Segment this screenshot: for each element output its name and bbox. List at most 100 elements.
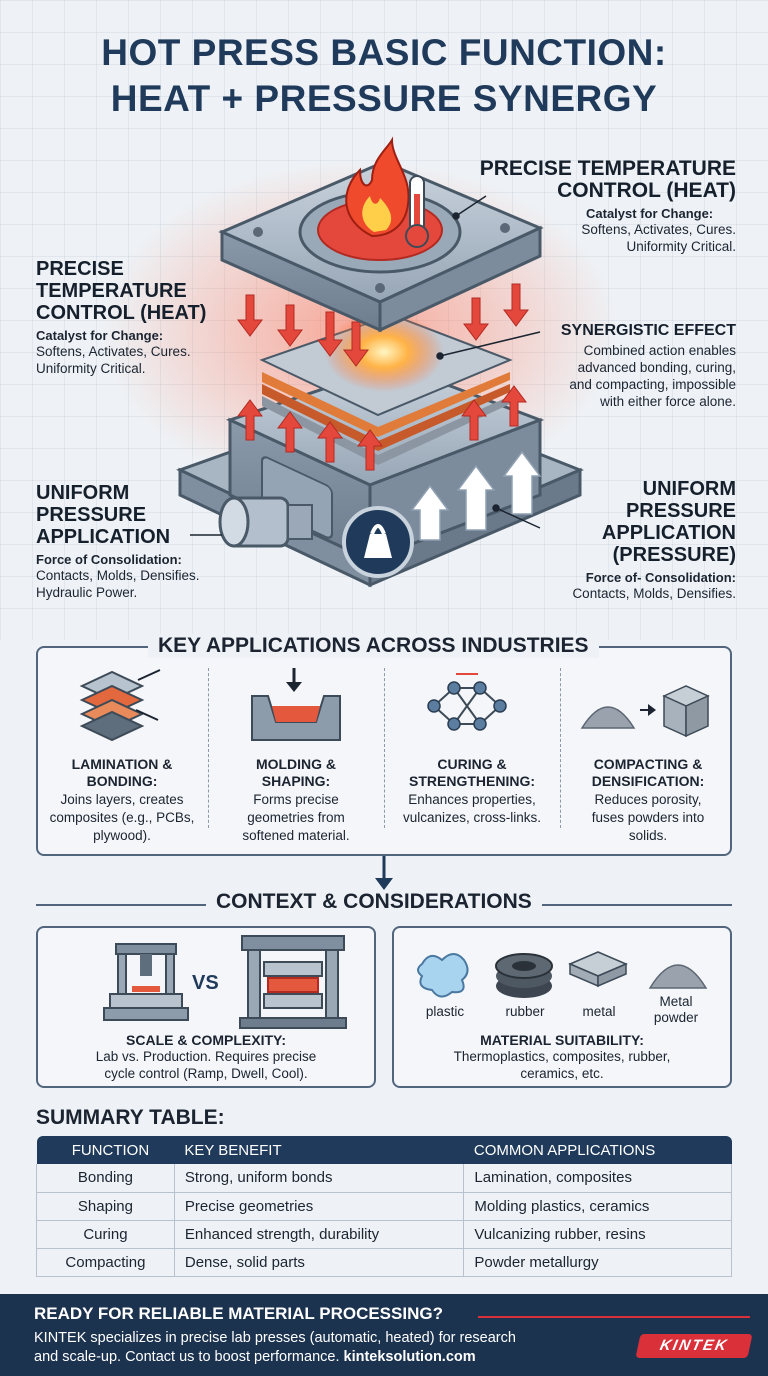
application-lamination: LAMINATION & BONDING: Joins layers, crea… [37, 756, 207, 844]
callout-pressure-right: UNIFORM PRESSURE APPLICATION (PRESSURE) … [520, 478, 736, 602]
summary-header-benefit: KEY BENEFIT [174, 1136, 464, 1164]
footer-heading: READY FOR RELIABLE MATERIAL PROCESSING? [34, 1304, 443, 1323]
pressure-arrows-white [410, 450, 542, 541]
application-molding: MOLDING & SHAPING: Forms precise geometr… [211, 756, 381, 844]
flame-icon [345, 136, 410, 238]
table-cell: Dense, solid parts [173, 1248, 464, 1277]
scale-text: SCALE & COMPLEXITY: Lab vs. Production. … [38, 1032, 374, 1082]
callout-pressure-left-body-1: Contacts, Molds, Densifies. [36, 568, 200, 583]
material-label-plastic: plastic [425, 1004, 465, 1019]
callout-pressure-right-head-1: UNIFORM [642, 478, 736, 500]
scale-heading: SCALE & COMPLEXITY: [126, 1032, 286, 1048]
table-cell: Molding plastics, ceramics [463, 1192, 732, 1221]
application-curing-h2: STRENGTHENING: [409, 773, 535, 789]
application-compacting: COMPACTING & DENSIFICATION: Reduces poro… [563, 756, 733, 844]
callout-synergy-body-4: with either force alone. [600, 394, 736, 409]
table-cell: Enhanced strength, durability [173, 1220, 464, 1249]
application-compacting-h2: DENSIFICATION: [591, 773, 705, 789]
callout-heat-left-body-2: Uniformity Critical. [36, 361, 146, 376]
materials-desc-1: Thermoplastics, composites, rubber, [453, 1049, 671, 1064]
application-molding-h2: SHAPING: [261, 773, 331, 789]
table-cell: Strong, uniform bonds [173, 1164, 464, 1193]
callout-pressure-right-head-3: APPLICATION [601, 522, 736, 544]
hydraulic-cylinder [218, 496, 313, 548]
table-cell: Bonding [36, 1164, 175, 1193]
application-molding-d2: geometries from [247, 810, 345, 825]
callout-pressure-left-head-3: APPLICATION [36, 526, 171, 548]
compacting-icon [580, 685, 710, 738]
weight-icon [342, 506, 414, 578]
application-compacting-d1: Reduces porosity, [594, 792, 702, 807]
application-compacting-h1: COMPACTING & [593, 756, 703, 772]
applications-divider-3 [560, 668, 561, 828]
title-line-1: HOT PRESS BASIC FUNCTION: [101, 32, 667, 73]
scale-desc-2: cycle control (Ramp, Dwell, Cool). [104, 1066, 308, 1081]
crosslink-icon [427, 673, 507, 731]
application-lamination-d3: plywood). [93, 828, 151, 843]
callout-pressure-left-sub: Force of Consolidation: [36, 552, 182, 567]
kintek-logo[interactable]: KINTEK [635, 1334, 753, 1358]
callout-heat-right: PRECISE TEMPERATURE CONTROL (HEAT) Catal… [450, 158, 736, 255]
materials-text: MATERIAL SUITABILITY: Thermoplastics, co… [394, 1032, 730, 1082]
footer-body-line-2: and scale-up. Contact us to boost perfor… [34, 1348, 594, 1367]
rubber-icon [495, 953, 553, 998]
footer-body-line-1: KINTEK specializes in precise lab presse… [34, 1330, 516, 1346]
title-line-2: HEAT + PRESSURE SYNERGY [110, 78, 658, 119]
heat-arrows-down [237, 283, 529, 367]
callout-synergy: SYNERGISTIC EFFECT Combined action enabl… [520, 320, 736, 410]
table-row: Curing Enhanced strength, durability Vul… [36, 1220, 732, 1249]
callout-pressure-right-sub: Force of- Consolidation: [585, 570, 736, 585]
application-lamination-d1: Joins layers, creates [60, 792, 184, 807]
material-label-rubber: rubber [505, 1004, 545, 1019]
table-cell: Curing [36, 1220, 175, 1249]
table-row: Shaping Precise geometries Molding plast… [36, 1192, 732, 1221]
table-cell: Precise geometries [173, 1192, 464, 1221]
material-label-metal-powder: Metal powder [653, 994, 699, 1025]
table-cell: Powder metallurgy [463, 1248, 732, 1277]
mold-icon [251, 668, 341, 741]
page-title: HOT PRESS BASIC FUNCTION: HEAT + PRESSUR… [0, 30, 768, 122]
metal-powder-icon [648, 964, 708, 989]
application-molding-h1: MOLDING & [255, 756, 337, 772]
summary-header-row: FUNCTION KEY BENEFIT COMMON APPLICATIONS [36, 1136, 732, 1164]
callout-pressure-right-body-1: Contacts, Molds, Densifies. [572, 586, 736, 601]
table-row: Compacting Dense, solid parts Powder met… [36, 1248, 732, 1277]
callout-heat-left: PRECISE TEMPERATURE CONTROL (HEAT) Catal… [36, 258, 266, 377]
callout-heat-right-body-2: Uniformity Critical. [626, 239, 736, 254]
footer-accent-line [478, 1316, 750, 1318]
summary-title: SUMMARY TABLE: [36, 1106, 225, 1129]
callout-heat-left-head-1: PRECISE [36, 258, 124, 280]
context-title: CONTEXT & CONSIDERATIONS [206, 890, 542, 914]
application-lamination-d2: composites (e.g., PCBs, [49, 810, 195, 825]
footer-body-line-2-text: and scale-up. Contact us to boost perfor… [34, 1349, 344, 1365]
summary-table: FUNCTION KEY BENEFIT COMMON APPLICATIONS… [36, 1136, 732, 1277]
materials-heading: MATERIAL SUITABILITY: [480, 1032, 644, 1048]
table-row: Bonding Strong, uniform bonds Lamination… [36, 1164, 732, 1193]
callout-synergy-head: SYNERGISTIC EFFECT [560, 322, 736, 339]
application-curing-d1: Enhances properties, [408, 792, 536, 807]
applications-title: KEY APPLICATIONS ACROSS INDUSTRIES [148, 634, 599, 658]
summary-header-function: FUNCTION [36, 1136, 175, 1164]
production-press-icon [239, 935, 347, 1029]
down-arrow-icon [375, 856, 393, 890]
footer-body: KINTEK specializes in precise lab presse… [34, 1329, 594, 1367]
callout-heat-right-head-2: CONTROL (HEAT) [557, 179, 736, 202]
callout-synergy-body-3: and compacting, impossible [569, 377, 736, 392]
table-cell: Vulcanizing rubber, resins [463, 1220, 732, 1249]
application-compacting-d3: solids. [628, 828, 668, 843]
lamination-icon [79, 669, 161, 742]
application-molding-d1: Forms precise [253, 792, 339, 807]
application-compacting-d2: fuses powders into [591, 810, 705, 825]
materials-desc-2: ceramics, etc. [520, 1066, 604, 1081]
footer-website-link[interactable]: kinteksolution.com [343, 1349, 476, 1365]
hot-press-illustration [100, 136, 620, 588]
application-lamination-h2: BONDING: [86, 773, 158, 789]
table-cell: Compacting [36, 1248, 175, 1277]
metal-icon [568, 951, 628, 988]
summary-header-applications: COMMON APPLICATIONS [463, 1136, 732, 1164]
thermometer-icon [405, 175, 429, 248]
plastic-icon [417, 953, 469, 998]
callout-synergy-body-1: Combined action enables [583, 343, 736, 358]
callout-pressure-left-body-2: Hydraulic Power. [36, 585, 138, 600]
application-curing-h1: CURING & [437, 756, 507, 772]
